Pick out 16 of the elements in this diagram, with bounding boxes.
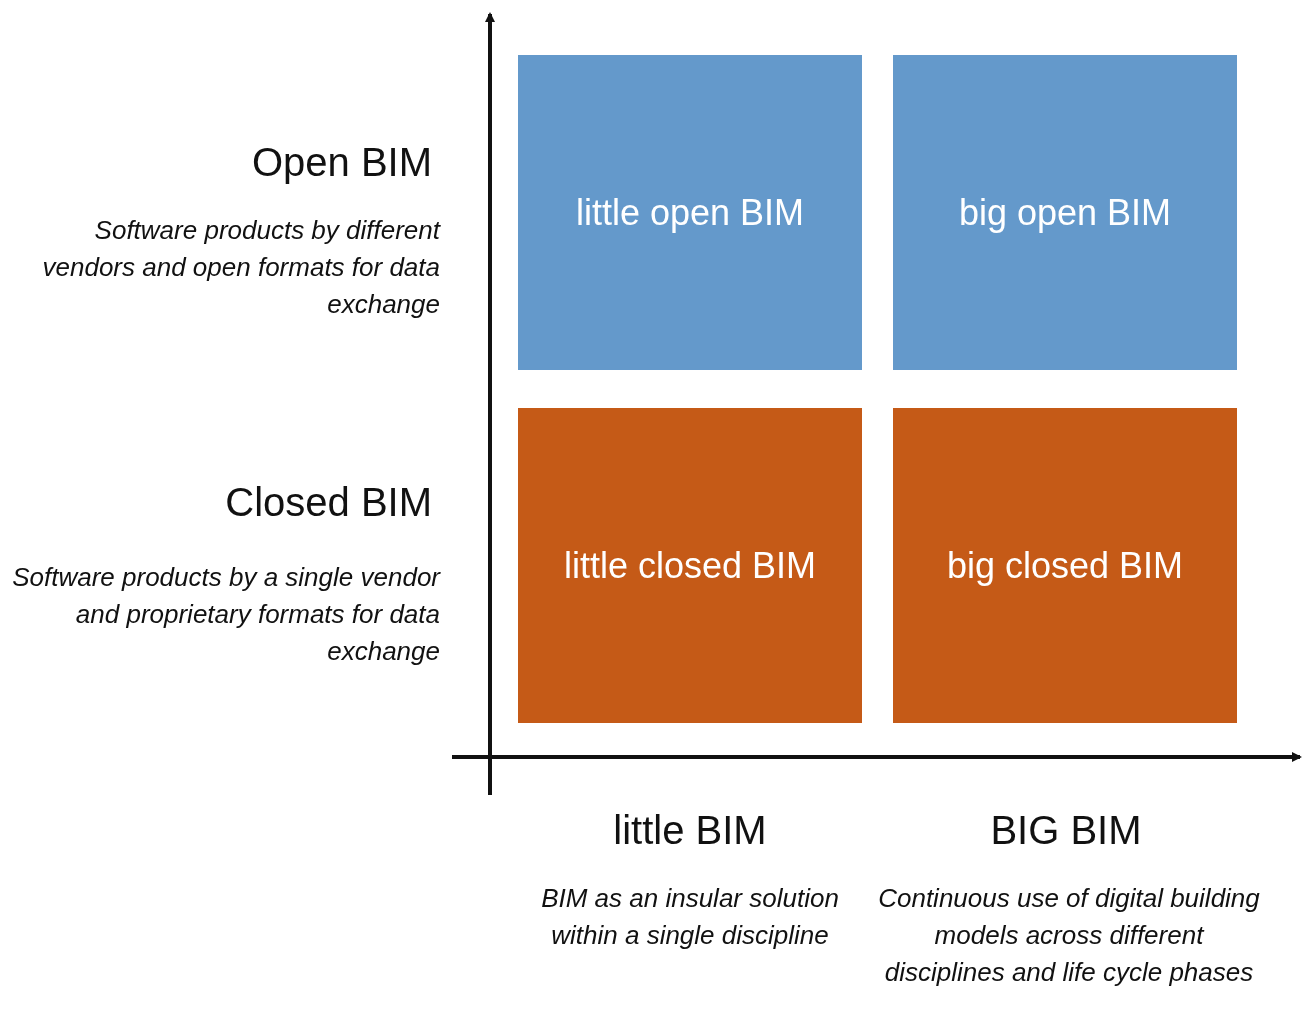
quadrant-label: little open BIM bbox=[575, 191, 805, 234]
quadrant-box bbox=[518, 408, 862, 723]
axis-category-heading: Closed BIM bbox=[224, 480, 432, 525]
quadrant-box bbox=[518, 55, 862, 370]
quadrant-label: big open BIM bbox=[958, 191, 1172, 234]
axis-category-heading: BIG BIM bbox=[989, 808, 1143, 853]
axis-category-description: Software products by a single vendor and proprietary formats for data exchange bbox=[11, 561, 440, 668]
axis-category-description: Continuous use of digital building models across different disciplines and life cycle phases bbox=[877, 882, 1261, 989]
quadrant-label: little closed BIM bbox=[563, 544, 817, 587]
axis-category-heading: Open BIM bbox=[250, 140, 432, 185]
axis-category-description: BIM as an insular solution within a single discipline bbox=[540, 882, 840, 952]
axis-category-heading: little BIM bbox=[612, 808, 768, 853]
quadrant-box bbox=[893, 408, 1237, 723]
quadrant-box bbox=[893, 55, 1237, 370]
axis-category-description: Software products by different vendors and open formats for data exchange bbox=[41, 214, 440, 321]
quadrant-label: big closed BIM bbox=[946, 544, 1184, 587]
